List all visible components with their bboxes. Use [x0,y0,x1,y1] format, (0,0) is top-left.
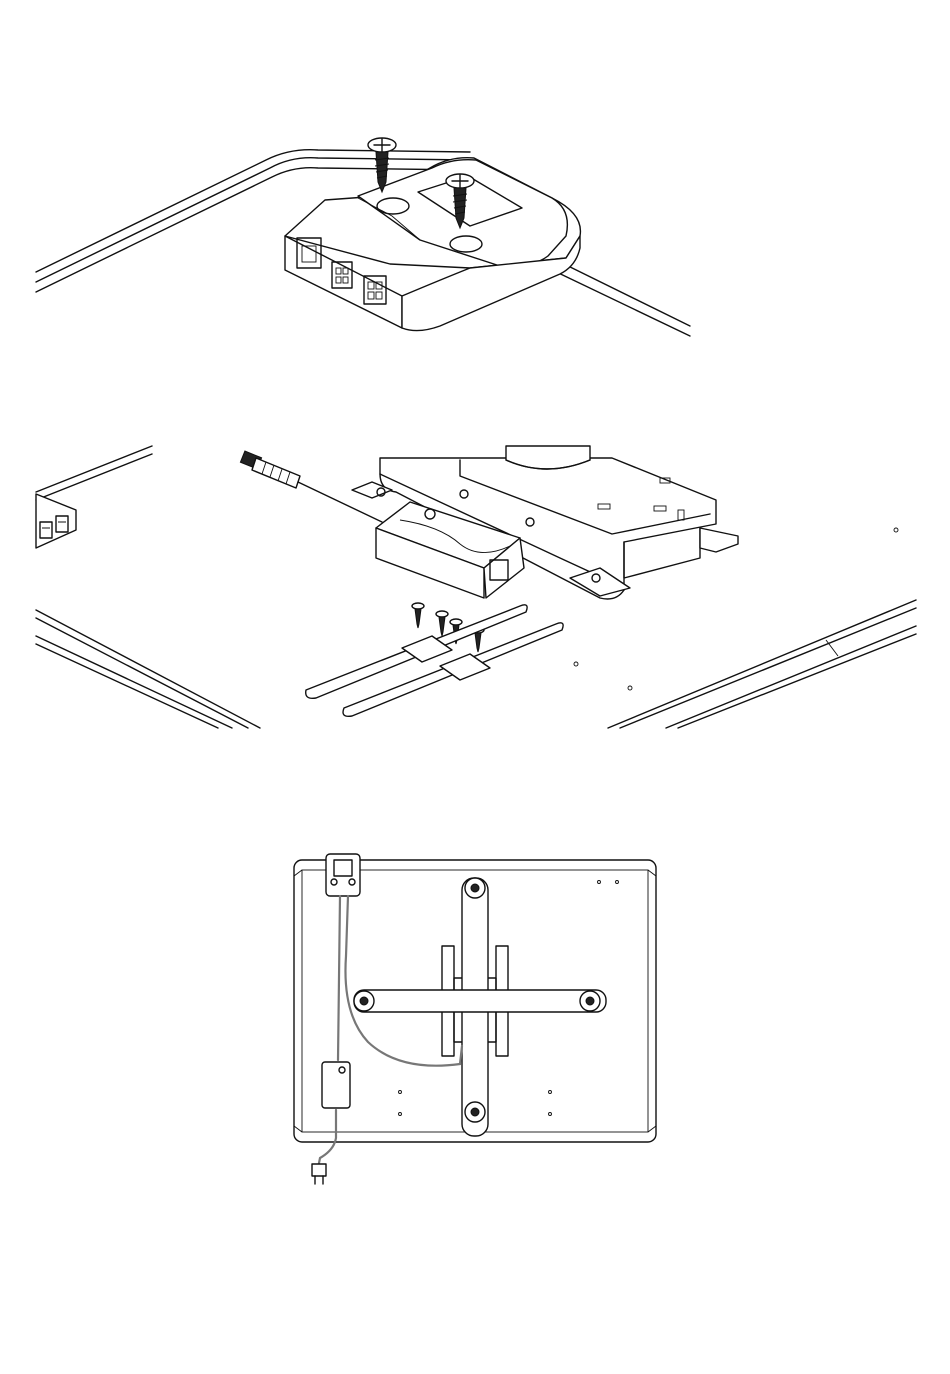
leg-foot-icon [465,878,485,898]
step-3-panel [0,846,950,1186]
leg-foot-icon [354,991,374,1011]
leg-foot-icon [580,991,600,1011]
step-2-drawing [0,430,950,750]
power-plug-icon [240,451,300,488]
screw-icon [436,611,448,636]
step-1-panel [0,0,950,380]
step-2-panel [0,430,950,750]
step-3-drawing [0,846,950,1186]
step-1-drawing [0,0,950,380]
control-box [285,158,580,331]
control-box [36,494,76,548]
mains-cable [318,1110,336,1168]
motor-cable [345,896,462,1066]
control-box [326,854,360,896]
cross-frame [354,878,606,1136]
power-cable [338,896,340,1060]
leg-foot-icon [465,1102,485,1122]
power-supply-adapter [322,1062,350,1108]
screw-icon [412,603,424,628]
power-plug-icon [312,1164,326,1184]
